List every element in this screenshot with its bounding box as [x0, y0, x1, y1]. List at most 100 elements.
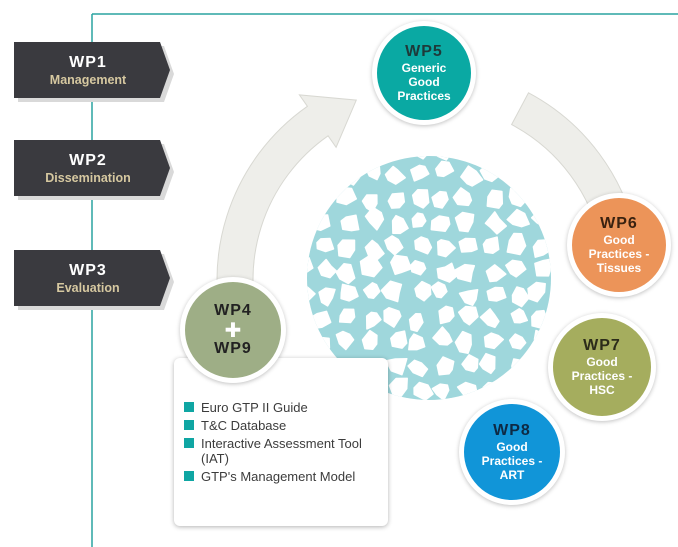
cell-shape: [407, 359, 429, 378]
cell-shape: [454, 263, 476, 283]
circle-line: Practices: [397, 89, 451, 103]
cell-shape: [362, 282, 381, 299]
legend-list: Euro GTP II Guide T&C Database Interacti…: [184, 400, 382, 487]
cell-shape: [508, 187, 527, 208]
tab-subtitle: Management: [49, 72, 127, 87]
tab-subtitle: Dissemination: [45, 170, 131, 185]
cell-shape: [311, 214, 331, 232]
cell-shape: [340, 214, 360, 232]
circle-wp6: WP6 Good Practices - Tissues: [567, 193, 671, 297]
cell-shape: [413, 381, 434, 400]
cell-shape: [454, 211, 475, 233]
cell-shape: [505, 259, 527, 278]
bullet-square-icon: [184, 471, 194, 481]
circle-line: Practices -: [571, 369, 633, 383]
cell-shape: [384, 165, 406, 185]
tab-arrow-shape: [14, 42, 174, 102]
cell-shape: [310, 336, 331, 356]
cell-shape: [454, 330, 472, 355]
cell-shape: [383, 306, 402, 328]
bullet-square-icon: [184, 402, 194, 412]
circle-line: ART: [499, 468, 525, 482]
circle-line: Tissues: [596, 261, 642, 275]
cell-shape: [408, 333, 426, 351]
cell-shape: [482, 236, 500, 254]
cell-shape: [478, 352, 496, 375]
cell-shape: [452, 187, 473, 207]
cell-shape: [482, 381, 502, 400]
cell-shape: [438, 305, 455, 325]
circle-line: Good: [496, 440, 528, 454]
cell-shape: [430, 215, 451, 232]
cell-shape: [335, 263, 356, 285]
circle-line: Generic: [401, 61, 447, 75]
cell-shape: [391, 214, 409, 235]
cell-shape: [307, 312, 313, 330]
cell-shape: [479, 308, 500, 329]
legend-item-label: GTP's Management Model: [201, 469, 356, 484]
cell-shape: [510, 308, 529, 324]
cell-shape: [307, 235, 309, 254]
cell-shape: [533, 329, 550, 350]
cell-shape: [432, 326, 453, 346]
cell-shape: [458, 156, 481, 159]
cell-shape: [390, 330, 408, 349]
circle-line: Good: [586, 355, 618, 369]
cell-shape: [317, 258, 338, 279]
legend-item-label: Euro GTP II Guide: [201, 400, 308, 415]
circle-wp4-wp9: WP4 ✚ WP9: [180, 277, 286, 383]
bullet-square-icon: [184, 438, 194, 448]
circle-line: Practices -: [481, 454, 543, 468]
cell-shape: [533, 167, 551, 185]
cell-shape: [486, 189, 504, 209]
cell-shape: [414, 236, 433, 255]
cell-shape: [458, 237, 478, 253]
tab-number: WP2: [69, 151, 107, 169]
cell-shape: [358, 156, 381, 162]
cell-shape: [506, 232, 527, 256]
cell-shape: [511, 286, 530, 308]
cell-shape: [411, 156, 434, 160]
circle-title: WP7: [583, 337, 621, 354]
cell-shape: [364, 239, 385, 261]
cell-shape: [414, 280, 432, 302]
circle-line: HSC: [589, 383, 615, 397]
cell-shape: [432, 156, 453, 161]
cell-shape: [507, 165, 526, 186]
cell-shape: [482, 156, 497, 158]
cell-shape: [410, 259, 427, 276]
cell-shape: [436, 356, 455, 376]
tab-subtitle: Evaluation: [56, 280, 120, 295]
circle-line: Good: [408, 75, 440, 89]
cell-shape: [340, 283, 359, 302]
cell-shape: [435, 160, 455, 178]
cell-shape: [390, 254, 412, 276]
tab-number: WP3: [69, 261, 107, 279]
legend-item-label: T&C Database: [201, 418, 287, 433]
cell-shape: [431, 190, 449, 209]
cell-shape: [508, 333, 527, 350]
cell-shape: [430, 281, 448, 299]
tab-arrow-shape: [14, 250, 174, 310]
cell-shape: [307, 210, 309, 228]
cell-shape: [456, 381, 478, 400]
legend-item: T&C Database: [184, 418, 382, 433]
cell-shape: [431, 383, 450, 400]
circle-line: Good: [603, 233, 635, 247]
cell-shape: [461, 354, 479, 373]
cell-shape: [485, 264, 507, 283]
cell-shape: [411, 188, 430, 209]
cell-shape: [365, 311, 382, 330]
cell-shape: [338, 308, 356, 324]
cell-shape: [510, 381, 526, 400]
tab-arrow-shape: [14, 140, 174, 200]
cell-shape: [335, 330, 355, 351]
bullet-square-icon: [184, 420, 194, 430]
legend-item-label: Interactive Assessment Tool (IAT): [201, 436, 362, 466]
cell-shape: [460, 165, 484, 187]
cell-shape: [507, 139, 520, 154]
cell-shape: [486, 286, 507, 302]
cell-shape: [511, 358, 528, 382]
legend-box: Euro GTP II Guide T&C Database Interacti…: [174, 358, 388, 526]
